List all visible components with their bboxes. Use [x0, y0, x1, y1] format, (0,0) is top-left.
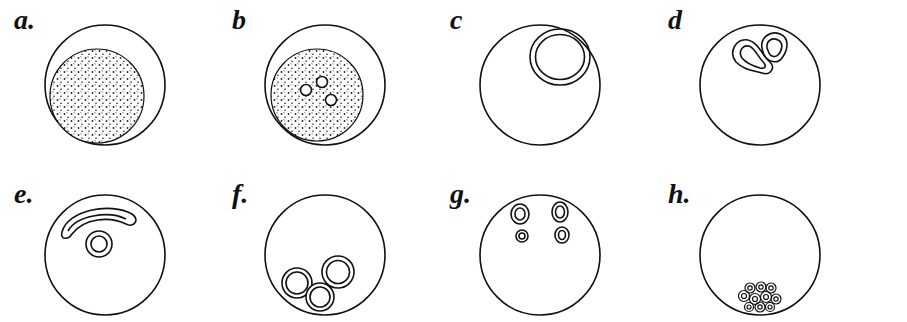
egg-d	[700, 25, 820, 145]
egg-f	[265, 195, 385, 315]
figure-letter: h.	[668, 180, 691, 208]
figure-letter: a.	[14, 6, 35, 34]
egg-h	[700, 195, 820, 315]
figure-letter: f.	[232, 180, 248, 208]
egg-b	[265, 25, 385, 145]
figure-letter: c	[450, 6, 462, 34]
egg-c	[480, 25, 600, 145]
figure-letter: d	[668, 6, 682, 34]
egg-g	[480, 195, 600, 315]
figure-letter: e.	[14, 180, 33, 208]
figure-letter: g.	[450, 180, 471, 208]
figure-letter: b	[232, 6, 246, 34]
egg-a	[45, 25, 165, 145]
egg-e	[45, 195, 165, 315]
